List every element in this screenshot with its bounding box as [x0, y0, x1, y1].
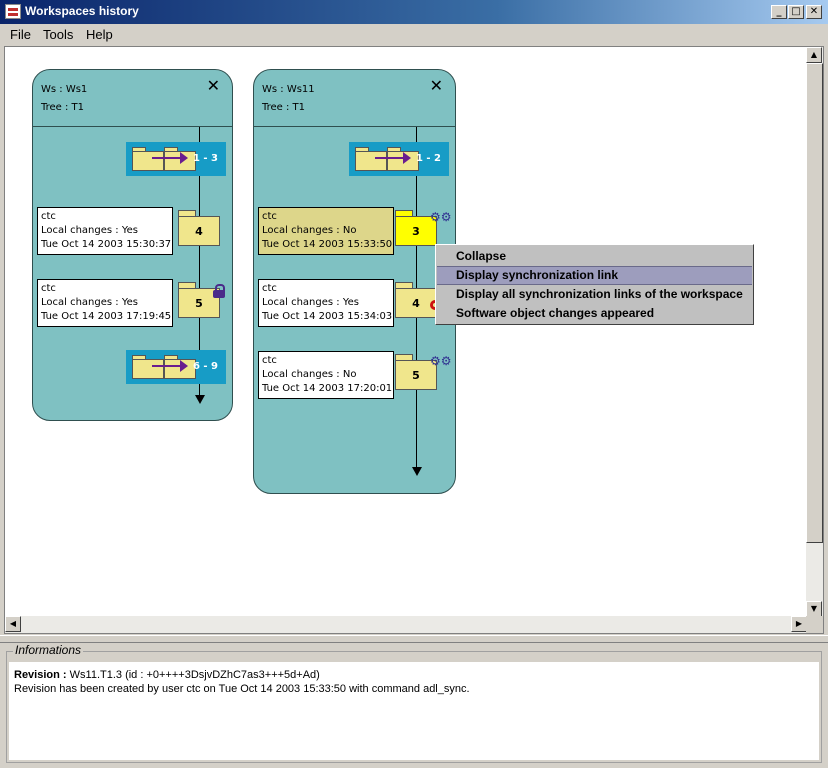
- workspace-panel-ws1[interactable]: Ws : Ws1 Tree : T1 ✕ 1 - 3 ctc Local cha…: [32, 69, 233, 421]
- group-range-label: 6 - 9: [192, 361, 218, 372]
- revision-date: Tue Oct 14 2003 15:30:37: [41, 239, 172, 250]
- revision-date: Tue Oct 14 2003 15:34:03: [262, 311, 393, 322]
- menu-item-collapse[interactable]: Collapse: [456, 249, 507, 263]
- app-icon: [5, 4, 21, 19]
- revision-info-box-selected[interactable]: ctc Local changes : No Tue Oct 14 2003 1…: [258, 207, 394, 255]
- folder-icon: [132, 147, 164, 171]
- close-workspace-icon[interactable]: ✕: [206, 76, 220, 95]
- workspace-header: Ws : Ws11 Tree : T1 ✕: [254, 70, 455, 127]
- maximize-button[interactable]: □: [788, 5, 804, 19]
- folder-icon: [395, 210, 413, 218]
- group-range-label: 1 - 2: [415, 153, 441, 164]
- close-workspace-icon[interactable]: ✕: [429, 76, 443, 95]
- menu-help[interactable]: Help: [86, 27, 113, 42]
- folder-icon: [178, 282, 196, 290]
- timeline-line: [199, 127, 200, 395]
- revision-user: ctc: [41, 211, 56, 222]
- revision-info-box[interactable]: ctc Local changes : No Tue Oct 14 2003 1…: [258, 351, 394, 399]
- revision-number: 4: [412, 297, 420, 310]
- folder-icon: [395, 354, 413, 362]
- menu-item-software-object-changes[interactable]: Software object changes appeared: [456, 306, 655, 320]
- revision-local-changes: Local changes : Yes: [41, 225, 138, 236]
- revision-folder[interactable]: 5: [395, 354, 437, 390]
- menu-item-display-sync-link[interactable]: Display synchronization link: [437, 266, 752, 285]
- revision-user: ctc: [262, 211, 277, 222]
- folder-icon: [132, 355, 164, 379]
- revision-description: Revision has been created by user ctc on…: [14, 683, 470, 695]
- gear-icon: ⚙⚙: [430, 210, 452, 224]
- menu-bar: File Tools Help: [0, 24, 828, 44]
- revision-value: Ws11.T1.3 (id : +0++++3DsjvDZhC7as3+++5d…: [69, 669, 320, 681]
- collapsed-revisions-group[interactable]: 6 - 9: [126, 350, 226, 384]
- revision-local-changes: Local changes : Yes: [41, 297, 138, 308]
- collapsed-revisions-group[interactable]: 1 - 3: [126, 142, 226, 176]
- revision-number: 3: [412, 225, 420, 238]
- pane-splitter[interactable]: [0, 635, 828, 643]
- revision-folder[interactable]: 4: [395, 282, 437, 318]
- collapsed-revisions-group[interactable]: 1 - 2: [349, 142, 449, 176]
- revision-folder[interactable]: 4: [178, 210, 220, 246]
- revision-info-box[interactable]: ctc Local changes : Yes Tue Oct 14 2003 …: [37, 279, 173, 327]
- revision-date: Tue Oct 14 2003 15:33:50: [262, 239, 393, 250]
- context-menu: Collapse Display synchronization link Di…: [435, 244, 754, 325]
- informations-legend: Informations: [13, 643, 84, 657]
- workspace-name: Ws : Ws1: [41, 84, 88, 95]
- informations-body: Revision : Ws11.T1.3 (id : +0++++3DsjvDZ…: [9, 662, 819, 760]
- revision-user: ctc: [262, 283, 277, 294]
- history-canvas-frame: Ws : Ws1 Tree : T1 ✕ 1 - 3 ctc Local cha…: [4, 46, 824, 634]
- workspace-panel-ws11[interactable]: Ws : Ws11 Tree : T1 ✕ 1 - 2 ctc Local ch…: [253, 69, 456, 494]
- title-bar: Workspaces history _ □ ✕: [0, 0, 828, 24]
- close-window-button[interactable]: ✕: [806, 5, 822, 19]
- scroll-right-icon[interactable]: ▶: [791, 616, 807, 632]
- folder-icon: [178, 210, 196, 218]
- history-canvas: Ws : Ws1 Tree : T1 ✕ 1 - 3 ctc Local cha…: [5, 47, 807, 617]
- revision-date: Tue Oct 14 2003 17:19:45: [41, 311, 172, 322]
- window-title: Workspaces history: [25, 4, 139, 18]
- menu-item-display-all-sync-links[interactable]: Display all synchronization links of the…: [456, 287, 743, 301]
- minimize-button[interactable]: _: [771, 5, 787, 19]
- menu-tools[interactable]: Tools: [43, 27, 74, 42]
- revision-local-changes: Local changes : Yes: [262, 297, 359, 308]
- revision-line: Revision : Ws11.T1.3 (id : +0++++3DsjvDZ…: [14, 668, 814, 682]
- revision-date: Tue Oct 14 2003 17:20:01: [262, 383, 393, 394]
- horizontal-scrollbar[interactable]: ◀ ▶: [5, 616, 807, 633]
- revision-folder-selected[interactable]: 3: [395, 210, 437, 246]
- revision-local-changes: Local changes : No: [262, 225, 357, 236]
- revision-info-box[interactable]: ctc Local changes : Yes Tue Oct 14 2003 …: [258, 279, 394, 327]
- vertical-scroll-thumb[interactable]: [806, 63, 823, 543]
- menu-file[interactable]: File: [10, 27, 31, 42]
- merge-arrow-icon: [152, 152, 188, 164]
- scroll-left-icon[interactable]: ◀: [5, 616, 21, 632]
- revision-user: ctc: [262, 355, 277, 366]
- merge-arrow-icon: [375, 152, 411, 164]
- revision-label: Revision :: [14, 669, 67, 681]
- informations-panel: Informations Revision : Ws11.T1.3 (id : …: [6, 643, 822, 763]
- scroll-corner: [806, 616, 823, 633]
- revision-user: ctc: [41, 283, 56, 294]
- scroll-up-icon[interactable]: ▲: [806, 47, 822, 63]
- group-range-label: 1 - 3: [192, 153, 218, 164]
- tree-name: Tree : T1: [262, 102, 306, 113]
- workspace-name: Ws : Ws11: [262, 84, 315, 95]
- revision-number: 5: [195, 297, 203, 310]
- revision-info-box[interactable]: ctc Local changes : Yes Tue Oct 14 2003 …: [37, 207, 173, 255]
- scroll-down-icon[interactable]: ▼: [806, 601, 822, 617]
- revision-number: 4: [195, 225, 203, 238]
- timeline-arrow-icon: [195, 395, 205, 404]
- vertical-scrollbar[interactable]: ▲ ▼: [806, 47, 823, 617]
- folder-icon: [395, 282, 413, 290]
- gear-icon: ⚙⚙: [430, 354, 452, 368]
- revision-local-changes: Local changes : No: [262, 369, 357, 380]
- revision-number: 5: [412, 369, 420, 382]
- lock-icon: [213, 284, 225, 298]
- merge-arrow-icon: [152, 360, 188, 372]
- revision-folder[interactable]: 5: [178, 282, 220, 318]
- folder-icon: [355, 147, 387, 171]
- tree-name: Tree : T1: [41, 102, 85, 113]
- workspace-header: Ws : Ws1 Tree : T1 ✕: [33, 70, 232, 127]
- timeline-arrow-icon: [412, 467, 422, 476]
